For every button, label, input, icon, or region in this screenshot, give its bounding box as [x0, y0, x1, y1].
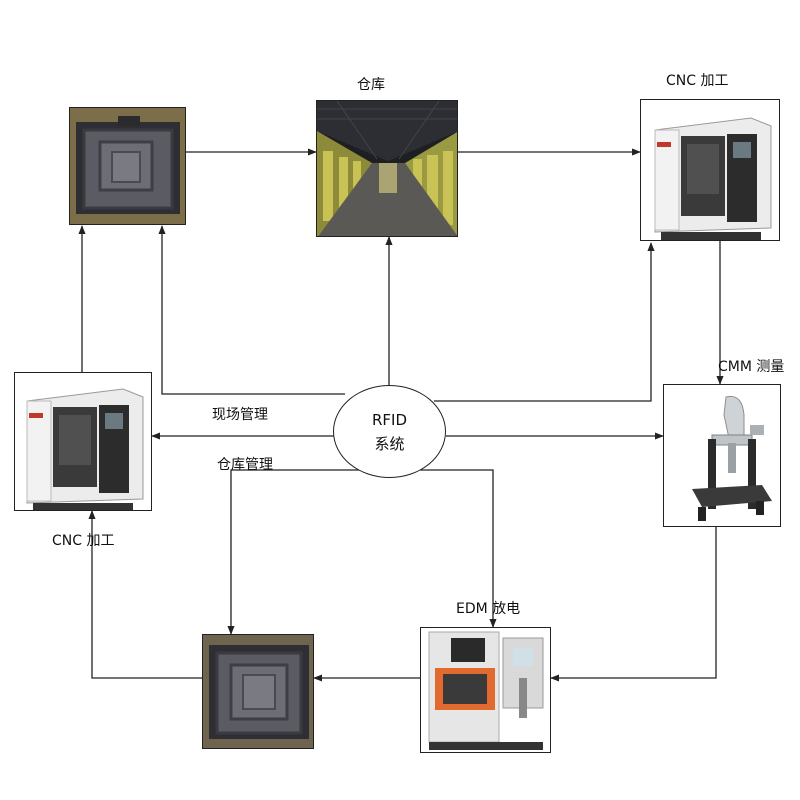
rfid-label: RFID — [371, 410, 408, 429]
warehouse-label: 仓库 — [357, 77, 385, 93]
edm-label: EDM 放电 — [456, 601, 521, 617]
arrow-rfid-to-edm — [420, 469, 497, 628]
arrow-rfid-to-cnc — [434, 242, 655, 402]
warehouse-management-label: 仓库管理 — [217, 457, 273, 473]
mold-part-image-top — [69, 107, 186, 225]
mold-part-image-bottom — [202, 634, 314, 749]
arrow-rfid-to-part-bottom — [227, 469, 360, 635]
system-label: 系统 — [374, 434, 405, 453]
edm-machine-image — [420, 627, 551, 753]
cnc-top-label: CNC 加工 — [666, 73, 729, 89]
arrow-part-to-cnc-left — [88, 510, 202, 679]
cmm-label: CMM 测量 — [718, 359, 785, 375]
arrow-cmm-to-edm — [550, 527, 717, 682]
warehouse-image — [316, 100, 458, 237]
site-management-label: 现场管理 — [212, 407, 268, 423]
cnc-left-label: CNC 加工 — [52, 533, 115, 549]
rfid-system-node: RFID 系统 — [333, 385, 446, 478]
cnc-machine-image-top — [640, 99, 780, 241]
cmm-machine-image — [663, 384, 781, 527]
cnc-machine-image-left — [14, 372, 152, 511]
arrow-rfid-to-part — [158, 225, 345, 395]
